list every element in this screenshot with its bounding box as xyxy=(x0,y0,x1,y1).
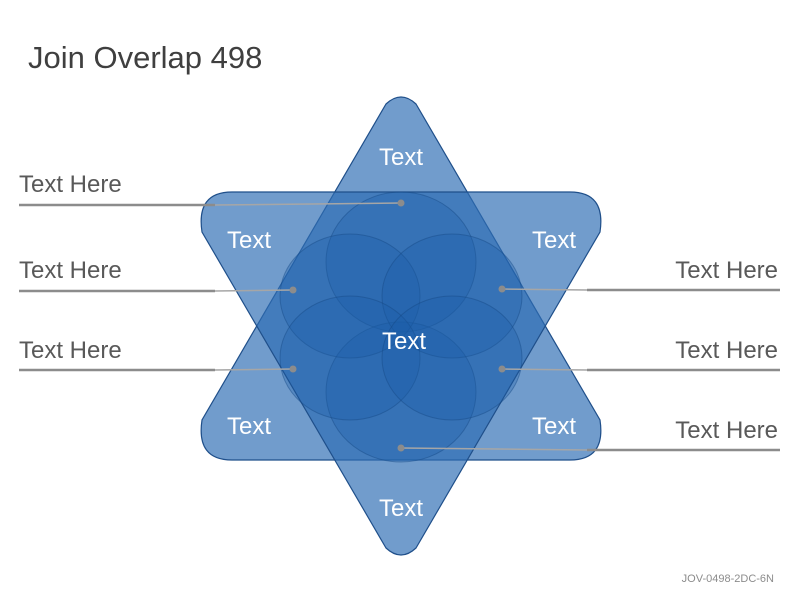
label-center: Text xyxy=(382,328,426,355)
callout-left-1-label: Text Here xyxy=(19,171,122,198)
callout-left-1-connector xyxy=(214,202,402,206)
callout-right-3-label: Text Here xyxy=(675,417,778,444)
callout-right-3-connector xyxy=(400,447,588,451)
callout-left-1: Text Here xyxy=(19,171,405,207)
ellipse-right-lower xyxy=(381,295,523,421)
callout-right-2-connector xyxy=(501,368,588,371)
ellipse-cluster xyxy=(279,191,523,463)
label-top: Text xyxy=(379,144,423,171)
callout-right-3: Text Here xyxy=(397,417,780,452)
callout-right-2-label: Text Here xyxy=(675,337,778,364)
callout-left-2-connector xyxy=(214,289,294,292)
callout-right-3-dot xyxy=(397,444,405,452)
ellipse-left-lower xyxy=(279,295,421,421)
callout-left-2-dot xyxy=(289,286,297,294)
callout-left-3-dot xyxy=(289,365,297,373)
callout-left-3: Text Here xyxy=(19,337,297,373)
footer-code: JOV-0498-2DC-6N xyxy=(682,573,774,585)
page-title: Join Overlap 498 xyxy=(28,40,262,75)
callout-right-1-label: Text Here xyxy=(675,257,778,284)
callout-right-1-dot xyxy=(498,285,506,293)
ellipse-bottom xyxy=(325,321,477,463)
label-upper-right: Text xyxy=(532,227,576,254)
callout-right-1-connector xyxy=(501,288,588,291)
label-upper-left: Text xyxy=(227,227,271,254)
callout-left-2: Text Here xyxy=(19,257,297,294)
label-lower-right: Text xyxy=(532,413,576,440)
label-lower-left: Text xyxy=(227,413,271,440)
ellipse-right-upper xyxy=(381,233,523,359)
ellipse-top xyxy=(325,191,477,333)
callout-left-3-connector xyxy=(214,368,294,371)
ellipse-left-upper xyxy=(279,233,421,359)
callout-left-3-label: Text Here xyxy=(19,337,122,364)
callout-right-2-dot xyxy=(498,365,506,373)
callout-right-2: Text Here xyxy=(498,337,780,373)
callout-left-1-dot xyxy=(397,199,405,207)
callout-right-1: Text Here xyxy=(498,257,780,293)
callout-left-2-label: Text Here xyxy=(19,257,122,284)
label-bottom: Text xyxy=(379,495,423,522)
